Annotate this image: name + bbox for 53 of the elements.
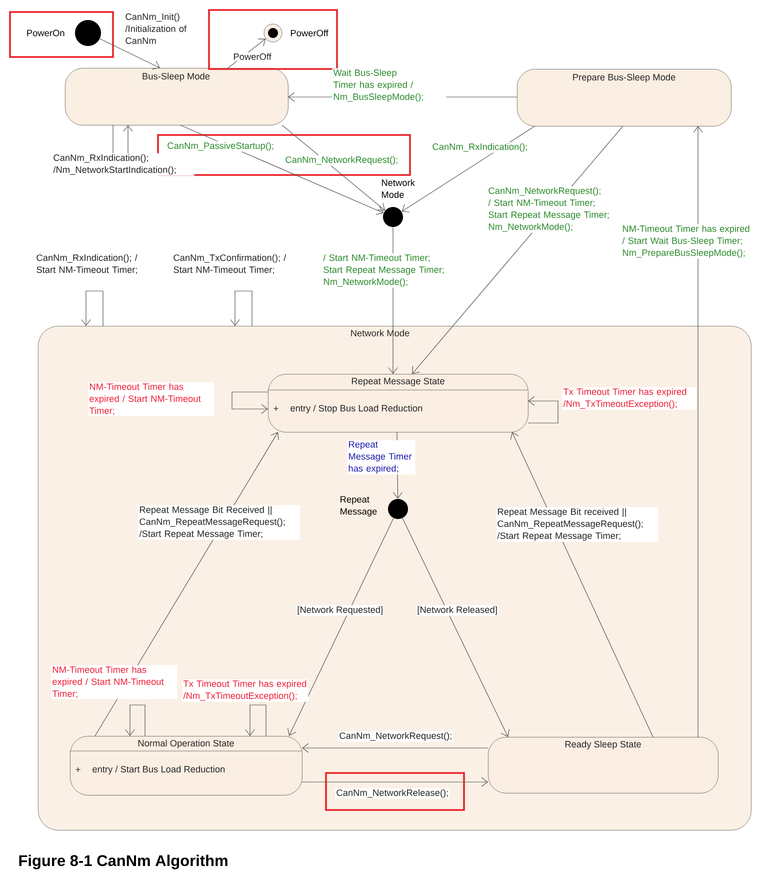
transition-arrow <box>287 518 394 736</box>
region-title: Network Mode <box>351 330 410 336</box>
edge-label: CanNm_RxIndication(); <box>431 142 529 153</box>
entry-action: entry / Start Bus Load Reduction <box>92 766 225 774</box>
edge-label: Tx Timeout Timer has expired /Nm_TxTimeoutException(); <box>562 387 696 410</box>
state-label: PowerOff <box>290 30 328 36</box>
edge-label: NM-Timeout Timer has expired / Start NM-Timeout Timer; <box>88 382 214 416</box>
state-title: Normal Operation State <box>138 740 234 748</box>
self-transition-arrow <box>230 290 252 326</box>
state-title: Bus-Sleep Mode <box>142 72 210 82</box>
edge-label: CanNm_Init() /Initialization of CanNm <box>124 12 196 45</box>
self-transition-arrow <box>81 290 104 326</box>
edge-label: PowerOff <box>232 52 272 61</box>
edge-label: CanNm_NetworkRelease(); <box>335 788 450 799</box>
figure-caption: Figure 8-1 CanNm Algorithm <box>19 854 228 870</box>
edge-label: CanNm_TxConfirmation(); / Start NM-Timeout Timer; <box>172 253 294 276</box>
entry-action: entry / Stop Bus Load Reduction <box>290 404 422 414</box>
state-label: PowerOn <box>27 30 64 36</box>
edge-label: NM-Timeout Timer has expired / Start NM-Timeout Timer; <box>51 665 178 700</box>
edge-label: / Start NM-Timeout Timer; Start Repeat Message Timer; Nm_NetworkMode(); <box>322 253 448 288</box>
transition-arrow <box>302 743 488 753</box>
edge-label: CanNm_PassiveStartup(); <box>166 141 276 152</box>
transition-arrow <box>402 518 510 737</box>
transition-arrow <box>510 432 654 738</box>
self-transition-arrow <box>528 396 558 424</box>
edge-label: Repeat Message Timer has expired; <box>347 440 416 474</box>
edge-label: CanNm_NetworkRequest(); <box>338 731 454 742</box>
compartment-marker: + <box>76 767 80 772</box>
state-title: Prepare Bus-Sleep Mode <box>573 74 676 82</box>
transition-arrow <box>693 126 703 738</box>
self-transition-arrow <box>245 704 266 736</box>
edge-label: CanNm_NetworkRequest(); <box>284 155 400 166</box>
transition-arrow <box>402 126 536 212</box>
transition-arrow <box>100 38 160 70</box>
edge-label: Wait Bus-Sleep Timer has expired / Nm_BusSleepMode(); <box>332 68 446 103</box>
edge-label: CanNm_RxIndication(); / Start NM-Timeout Timer; <box>35 253 146 276</box>
state-title: Ready Sleep State <box>565 740 641 750</box>
edge-label: Repeat Message Bit received || CanNm_RepeatMessageRequest(); /Start Repeat Message Timer; <box>496 507 658 542</box>
edge-label: Tx Timeout Timer has expired /Nm_TxTimeoutException(); <box>182 679 308 702</box>
compartment-marker: + <box>274 406 278 411</box>
edge-label: CanNm_NetworkRequest(); / Start NM-Timeout Timer; Start Repeat Message Timer; Nm_NetworkMode(); <box>487 186 618 233</box>
state-title: Repeat Message State <box>352 378 444 386</box>
state-label: Repeat Message <box>340 496 377 516</box>
edge-label: NM-Timeout Timer has expired / Start Wait Bus-Sleep Timer; Nm_PrepareBusSleepMode(); <box>621 224 760 259</box>
edge-label: Repeat Message Bit Received || CanNm_RepeatMessageRequest(); /Start Repeat Message Timer; <box>138 505 300 540</box>
transition-arrow <box>282 124 386 211</box>
self-transition-arrow <box>125 704 146 736</box>
edge-label: [Network Requested] <box>296 605 384 616</box>
transition-arrow <box>302 777 488 787</box>
self-transition-arrow <box>232 392 268 414</box>
transition-arrow <box>180 124 384 215</box>
edge-label: [Network Released] <box>416 605 498 616</box>
state-label: Network Mode <box>382 179 415 198</box>
